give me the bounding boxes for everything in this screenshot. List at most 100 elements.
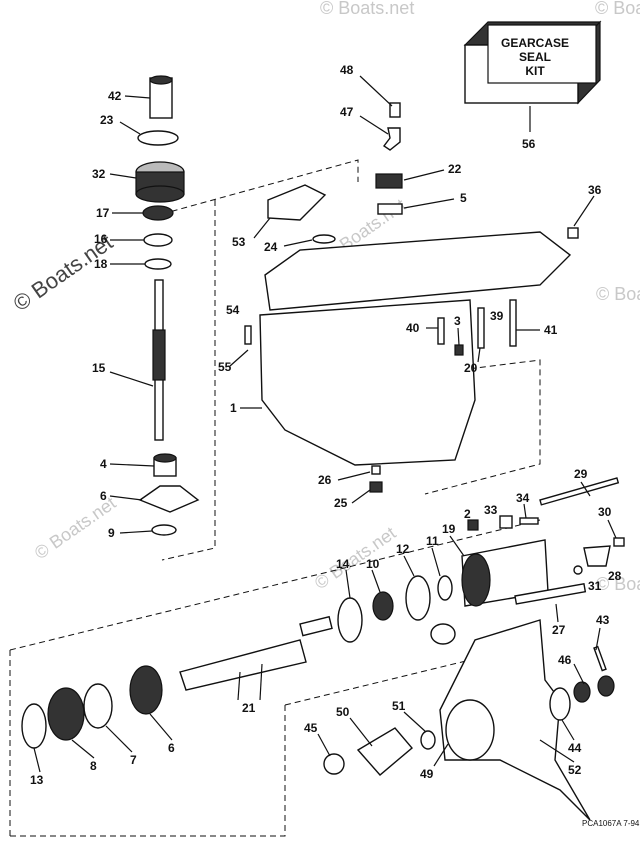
leader-6-lower	[149, 713, 173, 741]
part-26-seal	[371, 465, 381, 475]
label-28: 28	[608, 569, 622, 583]
label-4: 4	[100, 457, 107, 471]
leader-3	[457, 327, 460, 346]
label-40: 40	[406, 321, 420, 335]
part-22-grommet	[375, 173, 403, 189]
leader-24	[283, 239, 313, 247]
label-48: 48	[340, 63, 354, 77]
kit-box-line-3: KIT	[525, 64, 545, 78]
label-10: 10	[366, 557, 380, 571]
leader-13	[33, 747, 41, 773]
leader-14	[345, 569, 351, 599]
part-25-plug	[369, 481, 383, 493]
leader-53	[253, 217, 271, 239]
part-6-forward-gear	[129, 665, 163, 715]
leader-21a	[237, 671, 241, 701]
label-23: 23	[100, 113, 114, 127]
leader-42	[124, 95, 151, 99]
part-44-thrust-washer	[549, 687, 571, 721]
leader-34	[523, 503, 527, 519]
part-3-plug	[454, 344, 464, 356]
label-2: 2	[464, 507, 471, 521]
label-14: 14	[336, 557, 350, 571]
label-46: 46	[558, 653, 572, 667]
label-22: 22	[448, 162, 462, 176]
part-2-screw	[467, 519, 479, 531]
leader-11	[431, 547, 441, 577]
part-wrench-symbol	[430, 623, 456, 645]
part-31-pin	[573, 565, 583, 575]
part-number-labels: 42 23 32 17 16 18 15 4 6 9 48 47 22 5 56…	[30, 63, 622, 787]
part-1-housing-body	[259, 299, 476, 466]
leader-44	[561, 719, 575, 741]
label-11: 11	[426, 534, 439, 548]
part-13-oring	[21, 703, 47, 749]
leader-45	[317, 733, 331, 757]
leader-20	[477, 347, 481, 363]
boundary-prop-top	[284, 659, 471, 706]
part-10-bearing	[372, 591, 394, 621]
leader-55	[229, 349, 249, 367]
part-27-rod	[514, 583, 587, 605]
label-5: 5	[460, 191, 467, 205]
part-42-top	[149, 75, 173, 85]
part-48-pin	[389, 102, 401, 118]
watermark-mid-right: © Boats.net	[596, 284, 640, 304]
drawing-code: PCA1067A 7-94	[582, 819, 640, 828]
label-43: 43	[596, 613, 610, 627]
part-7-retainer	[83, 683, 113, 729]
leader-52	[539, 739, 575, 763]
part-50-hub-kit	[356, 727, 413, 776]
label-55: 55	[218, 360, 232, 374]
part-23-oring	[137, 130, 179, 146]
label-30: 30	[598, 505, 612, 519]
part-18-washer	[144, 258, 172, 270]
label-26: 26	[318, 473, 332, 487]
kit-box-label-panel	[487, 24, 597, 84]
part-5-plate	[377, 203, 403, 215]
leader-48	[359, 75, 393, 107]
part-29-rod	[539, 477, 620, 506]
leader-12	[403, 555, 415, 577]
leader-9	[119, 530, 153, 534]
leader-6	[109, 495, 143, 501]
leader-30	[607, 519, 617, 539]
label-19: 19	[442, 522, 456, 536]
leader-49	[433, 743, 449, 767]
part-46-nut	[597, 675, 615, 697]
leader-47	[359, 115, 389, 135]
label-42: 42	[108, 89, 122, 103]
part-47-tube	[382, 127, 401, 151]
part-54-screw	[244, 325, 252, 345]
part-36-screw	[567, 227, 579, 239]
leader-32	[109, 173, 137, 179]
label-6-lower: 6	[168, 741, 175, 755]
boundary-upper-shaft	[161, 159, 359, 215]
leader-7	[105, 725, 133, 753]
label-41: 41	[544, 323, 558, 337]
part-45-washer	[323, 753, 345, 775]
part-15-shaft-spline	[152, 329, 166, 381]
group-boundaries	[9, 159, 541, 837]
kit-box-line-1: GEARCASE	[501, 36, 569, 50]
part-16-seal	[143, 233, 173, 247]
label-12: 12	[396, 542, 410, 556]
part-33-bracket	[499, 515, 513, 529]
label-7: 7	[130, 753, 137, 767]
leader-lines	[33, 75, 617, 773]
prop-shaft-assembly	[21, 477, 625, 749]
watermark-top-center: © Boats.net	[320, 0, 414, 18]
kit-box-line-2: SEAL	[519, 50, 551, 64]
leader-51	[403, 711, 427, 733]
part-9-nut	[151, 524, 177, 536]
label-29: 29	[574, 467, 588, 481]
part-30-screw	[613, 537, 625, 547]
part-41-screw	[509, 299, 517, 347]
leader-15	[109, 371, 154, 387]
label-49: 49	[420, 767, 434, 781]
leader-10	[371, 569, 381, 593]
propeller-assembly	[323, 619, 615, 821]
label-51: 51	[392, 699, 406, 713]
label-21: 21	[242, 701, 256, 715]
part-49-hub	[445, 699, 495, 761]
